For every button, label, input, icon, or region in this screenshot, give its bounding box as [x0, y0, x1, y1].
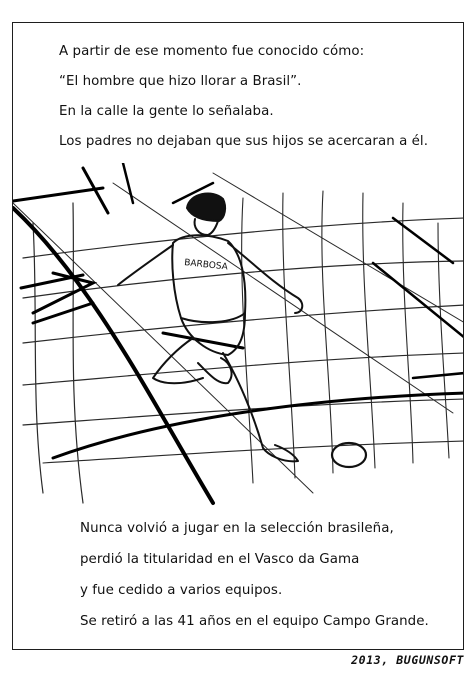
caption-line: Se retiró a las 41 años en el equipo Cam… [80, 614, 429, 629]
caption-bottom: Nunca volvió a jugar en la selección bra… [80, 513, 460, 637]
credit-signature: 2013, BUGUNSOFT [351, 653, 464, 667]
caption-line: “El hombre que hizo llorar a Brasil”. [59, 74, 302, 89]
caption-line: En la calle la gente lo señalaba. [59, 104, 274, 119]
caption-top: A partir de ese momento fue conocido cóm… [59, 37, 459, 157]
caption-line: Nunca volvió a jugar en la selección bra… [80, 521, 394, 536]
goal-net-illustration: BARBOSA [13, 163, 463, 505]
caption-line: perdió la titularidad en el Vasco da Gam… [80, 552, 360, 567]
caption-line: Los padres no dejaban que sus hijos se a… [59, 134, 429, 149]
ball-icon [330, 441, 368, 469]
caption-line: y fue cedido a varios equipos. [80, 583, 283, 598]
player-figure [117, 192, 304, 463]
caption-line: A partir de ese momento fue conocido cóm… [59, 44, 365, 59]
comic-panel: A partir de ese momento fue conocido cóm… [12, 22, 464, 650]
jersey-text: BARBOSA [184, 258, 229, 273]
